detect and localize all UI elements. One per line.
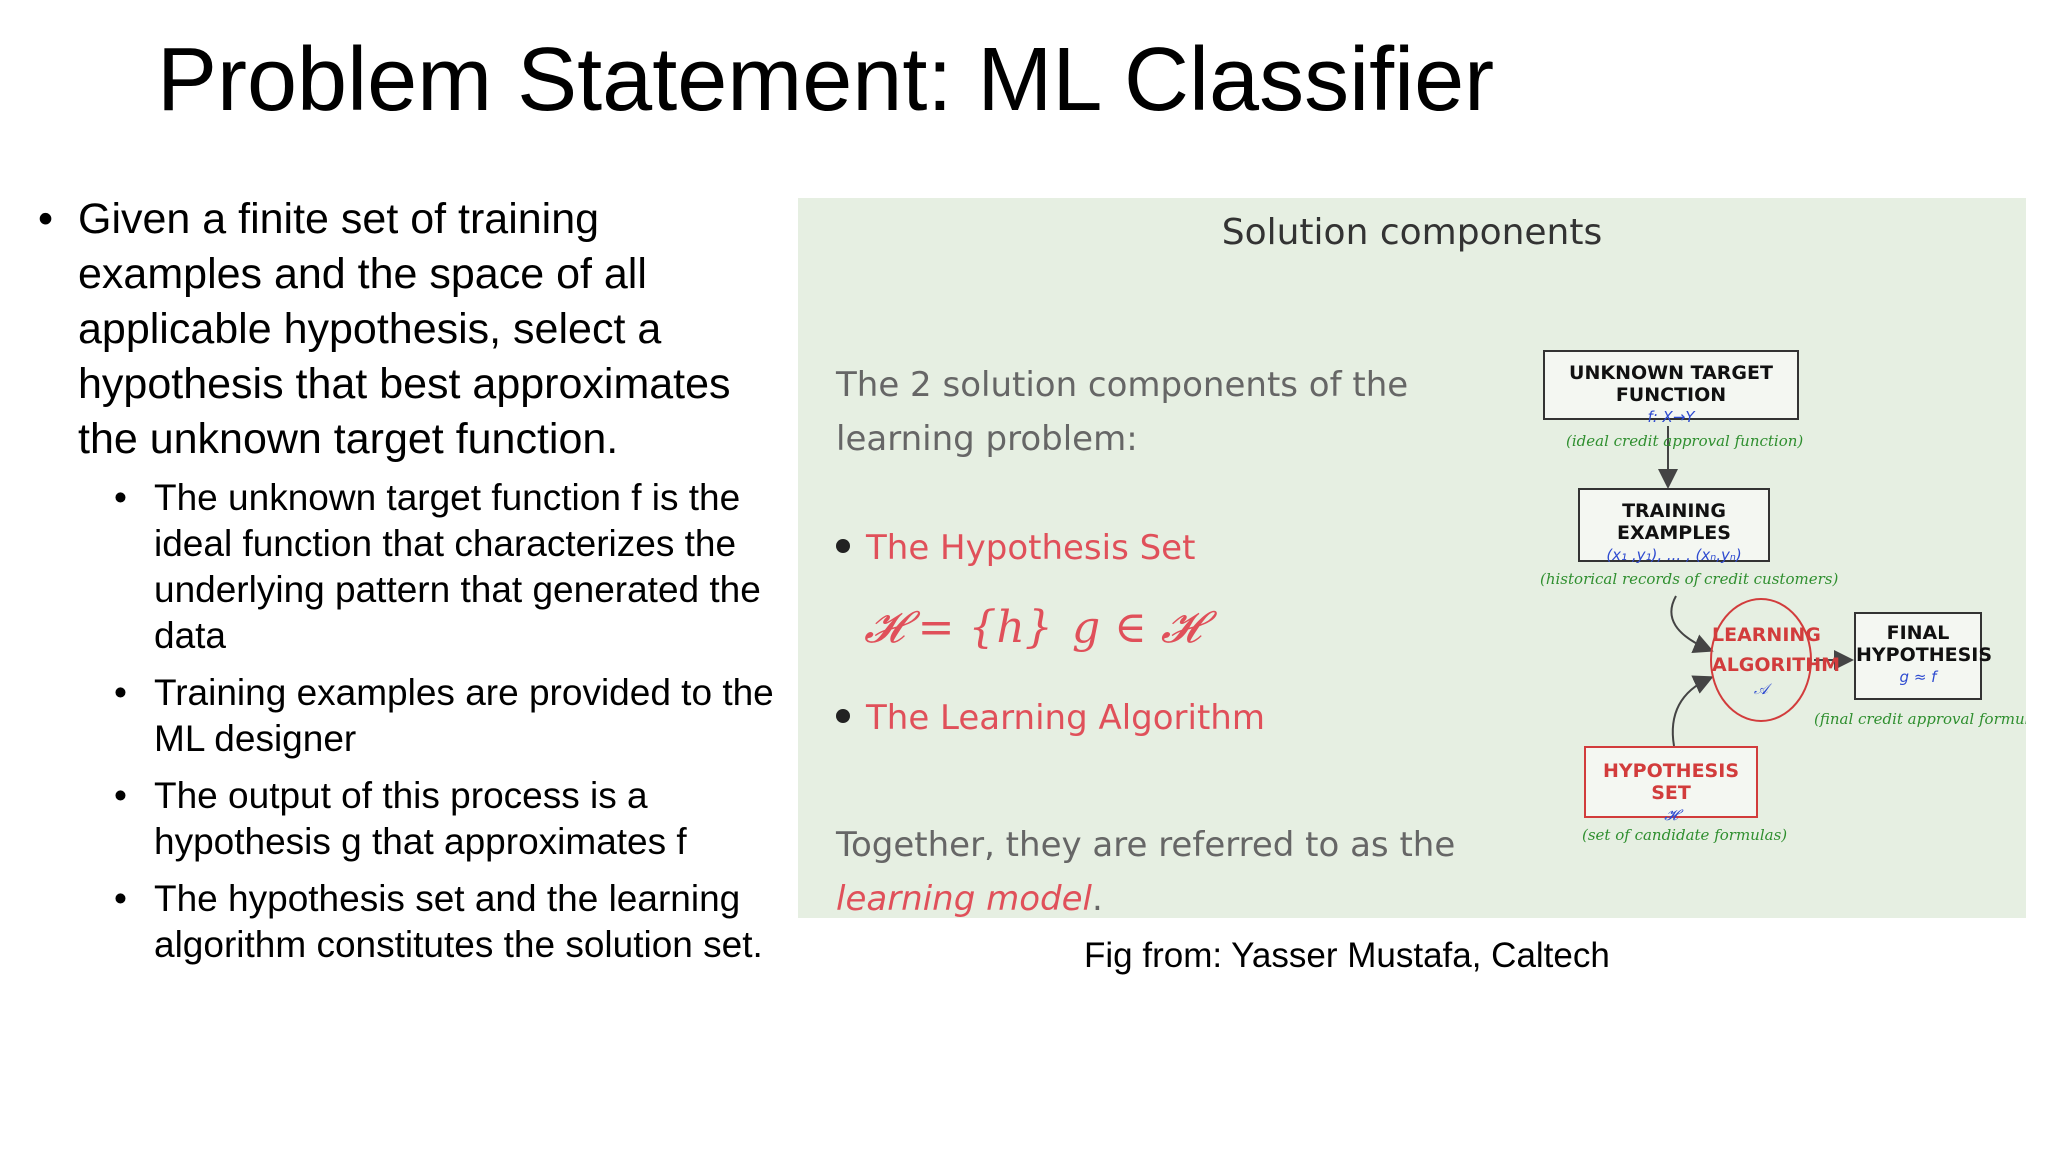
hypothesis-set-box: HYPOTHESIS SET 𝓗 — [1584, 746, 1758, 824]
target-box-formula: f: X→Y — [1647, 408, 1695, 426]
learning-algorithm-item: The Learning Algorithm — [836, 698, 1265, 738]
hypothesis-set-label: The Hypothesis Set — [866, 528, 1196, 568]
training-examples-box: TRAINING EXAMPLES (x₁ ,y₁), ... , (xₙ,yₙ… — [1578, 488, 1770, 564]
learning-algorithm-label: The Learning Algorithm — [866, 698, 1265, 738]
target-note: (ideal credit approval function) — [1566, 432, 1804, 450]
sub-bullet-text: Training examples are provided to the ML… — [154, 672, 774, 759]
arrow-training-to-learning — [1670, 595, 1714, 653]
sub-bullet-text: The hypothesis set and the learning algo… — [154, 878, 763, 965]
sub-bullet-3: • The output of this process is a hypoth… — [36, 773, 776, 865]
outro-learning-model: learning model — [836, 879, 1092, 918]
bullet-marker: • — [114, 878, 127, 919]
final-formula: g ≈ f — [1899, 668, 1937, 686]
final-line2: HYPOTHESIS — [1856, 644, 1993, 666]
unknown-target-function-box: UNKNOWN TARGET FUNCTION f: X→Y — [1543, 350, 1799, 426]
final-note: (final credit approval formula) — [1814, 710, 2026, 728]
sub-bullet-list: • The unknown target function f is the i… — [36, 475, 776, 968]
bullet-marker: • — [114, 672, 127, 713]
hypothesis-set-formula: 𝓗 = {h} — [864, 602, 1053, 653]
hypothesis-note: (set of candidate formulas) — [1582, 826, 1788, 844]
sub-bullet-2: • Training examples are provided to the … — [36, 670, 776, 762]
main-bullet-text: Given a finite set of training examples … — [78, 195, 731, 463]
solution-components-figure: Solution components The 2 solution compo… — [798, 198, 2026, 918]
learning-line1: LEARNING — [1712, 624, 1821, 646]
hypothesis-set-item: The Hypothesis Set — [836, 528, 1195, 568]
g-in-h-formula: g ∈ 𝓗 — [1072, 602, 1201, 653]
training-box-formula: (x₁ ,y₁), ... , (xₙ,yₙ) — [1606, 546, 1742, 564]
final-hypothesis-box: FINAL HYPOTHESIS g ≈ f — [1854, 612, 1993, 700]
sub-bullet-1: • The unknown target function f is the i… — [36, 475, 776, 659]
bullet-dot-icon — [836, 538, 850, 553]
learning-line2: ALGORITHM — [1712, 654, 1841, 676]
sub-bullet-text: The unknown target function f is the ide… — [154, 477, 761, 656]
bullet-marker: • — [38, 195, 54, 243]
figure-intro-text: The 2 solution components of the learnin… — [836, 365, 1409, 459]
training-note: (historical records of credit customers) — [1540, 570, 1839, 588]
target-box-title: UNKNOWN TARGET FUNCTION — [1569, 362, 1773, 406]
bullet-dot-icon — [836, 708, 850, 723]
hypothesis-box-title: HYPOTHESIS SET — [1602, 760, 1739, 804]
bullet-list: • Given a finite set of training example… — [36, 192, 776, 979]
bullet-marker: • — [114, 477, 127, 518]
outro-end: . — [1091, 879, 1103, 918]
arrow-hypothesis-to-learning — [1671, 675, 1714, 747]
learning-algorithm-circle: LEARNING ALGORITHM 𝒜 — [1710, 598, 1841, 722]
final-line1: FINAL — [1886, 622, 1950, 644]
bullet-marker: • — [114, 775, 127, 816]
outro-plain: Together, they are referred to as the — [836, 825, 1456, 865]
sub-bullet-text: The output of this process is a hypothes… — [154, 775, 687, 862]
diagram-arrows — [1658, 426, 1854, 747]
hypothesis-box-symbol: 𝓗 — [1664, 806, 1678, 824]
main-bullet: • Given a finite set of training example… — [36, 192, 776, 467]
training-box-title: TRAINING EXAMPLES — [1617, 500, 1731, 544]
figure-outro-text: Together, they are referred to as the le… — [836, 818, 1456, 918]
figure-caption: Fig from: Yasser Mustafa, Caltech — [1084, 936, 1610, 975]
learning-symbol: 𝒜 — [1753, 680, 1769, 698]
figure-title: Solution components — [1221, 212, 1603, 253]
sub-bullet-4: • The hypothesis set and the learning al… — [36, 876, 776, 968]
slide-title: Problem Statement: ML Classifier — [157, 30, 1495, 130]
